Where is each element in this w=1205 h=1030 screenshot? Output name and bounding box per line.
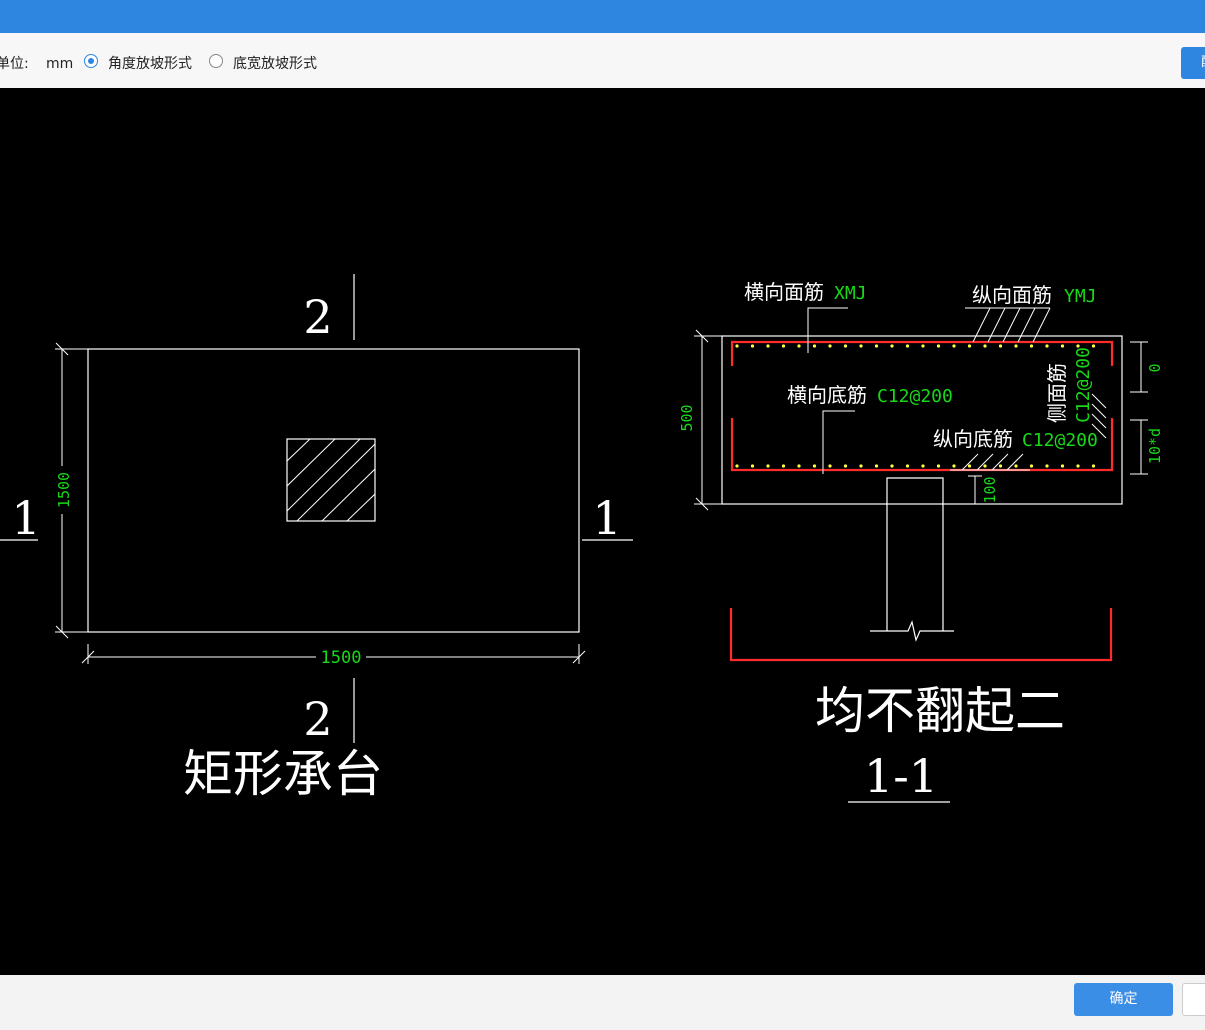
rebar-dot [766, 344, 770, 348]
rebar-dot [967, 344, 972, 348]
rebar-dot [952, 464, 956, 468]
section-bottom-cover-dimension [968, 475, 982, 505]
section-2-top-label: 2 [303, 290, 332, 344]
code-longitudinal-top-rebar: YMJ [1064, 286, 1097, 307]
rebar-dot [1091, 464, 1096, 468]
rebar-dot [1076, 344, 1080, 348]
section-leaders [807, 307, 1107, 474]
rebar-dot [1091, 344, 1096, 348]
section-top-cover-dimension [1130, 341, 1148, 393]
column-hatch [286, 438, 376, 522]
plan-title: 矩形承台 [183, 745, 383, 803]
pile-cap-outline [87, 348, 580, 633]
radio-width-slope[interactable] [209, 54, 223, 68]
section-top-dim-text: 0 [1146, 363, 1164, 372]
label-transverse-bottom-rebar: 横向底筋 [787, 383, 867, 407]
section-height-dimension [694, 329, 722, 511]
section-1-left-label: 1 [11, 491, 40, 545]
rebar-dot [1014, 464, 1018, 468]
rebar-dot [766, 464, 770, 468]
section-side-dim-text: 10*d [1146, 428, 1164, 464]
rebar-dot [998, 464, 1003, 468]
rebar-dot [967, 464, 972, 468]
rebar-dot [1045, 344, 1049, 348]
section-title: 均不翻起二 [815, 682, 1065, 740]
section-column [870, 477, 954, 642]
rebar-dot [1029, 344, 1034, 348]
code-transverse-bottom-rebar: C12@200 [877, 386, 953, 407]
rebar-dot [936, 344, 941, 348]
rebar-dot [905, 344, 910, 348]
radio-angle-slope-label[interactable]: 角度放坡形式 [108, 56, 192, 72]
plan-width-dim-text: 1500 [321, 648, 362, 668]
rebar-dot [797, 464, 801, 468]
rebar-dot [812, 464, 817, 468]
ok-button[interactable]: 确定 [1074, 983, 1173, 1016]
label-side-rebar: 侧面筋 [1045, 363, 1069, 423]
rebar-dot [890, 464, 894, 468]
rebar-dot [843, 464, 848, 468]
rebar-dot [828, 344, 832, 348]
rebar-dot [781, 344, 786, 348]
radio-width-slope-label[interactable]: 底宽放坡形式 [233, 56, 317, 72]
rebar-dot [735, 464, 739, 468]
config-button[interactable]: 配 [1181, 47, 1205, 79]
rebar-dot [952, 344, 956, 348]
rebar-dot [797, 344, 801, 348]
section-side-dimension [1130, 419, 1148, 475]
label-longitudinal-bottom-rebar: 纵向底筋 [933, 427, 1013, 451]
label-longitudinal-top-rebar: 纵向面筋 [972, 283, 1052, 307]
radio-angle-slope[interactable] [84, 54, 98, 68]
rebar-dot [874, 344, 879, 348]
rebar-dot [1060, 464, 1065, 468]
code-side-rebar: C12@200 [1073, 347, 1094, 423]
cad-drawing: 2 2 1 1 1500 1500 矩形承台 [0, 274, 1164, 803]
rebar-dot [874, 464, 879, 468]
section-height-dim-text: 500 [678, 404, 696, 431]
rebar-dot [859, 464, 863, 468]
rebar-dot [750, 344, 755, 348]
section-2-bottom-label: 2 [303, 692, 332, 746]
section-rebar [729, 340, 1114, 662]
toolbar: 单位: mm 角度放坡形式 底宽放坡形式 配 [0, 33, 1205, 88]
rebar-dot [1060, 344, 1065, 348]
section-subtitle: 1-1 [864, 749, 938, 803]
rebar-dot [1029, 464, 1034, 468]
cad-drawing-canvas: 2 2 1 1 1500 1500 矩形承台 [0, 88, 1205, 975]
rebar-dot [936, 464, 941, 468]
rebar-dot [921, 344, 925, 348]
config-button-label: 配 [1201, 55, 1205, 70]
rebar-dot [781, 464, 786, 468]
rebar-dot [1076, 464, 1080, 468]
rebar-dot [983, 464, 987, 468]
code-transverse-top-rebar: XMJ [834, 283, 867, 304]
rebar-dot [890, 344, 894, 348]
rebar-dot [828, 464, 832, 468]
title-bar [0, 0, 1205, 33]
unit-value: mm [46, 56, 74, 72]
rebar-dot [735, 344, 739, 348]
rebar-dot [843, 344, 848, 348]
rebar-dot [1014, 344, 1018, 348]
rebar-dot [750, 464, 755, 468]
footer: 确定 [0, 975, 1205, 1030]
rebar-dot [1045, 464, 1049, 468]
rebar-dot [905, 464, 910, 468]
label-transverse-top-rebar: 横向面筋 [744, 280, 824, 304]
section-cover-dim-text: 100 [981, 476, 999, 503]
section-cap-outline [721, 335, 1123, 505]
code-longitudinal-bottom-rebar: C12@200 [1022, 430, 1098, 451]
ok-button-label: 确定 [1109, 991, 1138, 1007]
cancel-button[interactable] [1182, 983, 1205, 1016]
section-rebar-dots [735, 344, 1096, 468]
plan-height-dim-text: 1500 [55, 472, 73, 508]
rebar-dot [998, 344, 1003, 348]
section-1-right-label: 1 [592, 491, 621, 545]
rebar-dot [812, 344, 817, 348]
rebar-dot [921, 464, 925, 468]
unit-label: 单位: [0, 56, 29, 72]
rebar-dot [859, 344, 863, 348]
rebar-dot [983, 344, 987, 348]
